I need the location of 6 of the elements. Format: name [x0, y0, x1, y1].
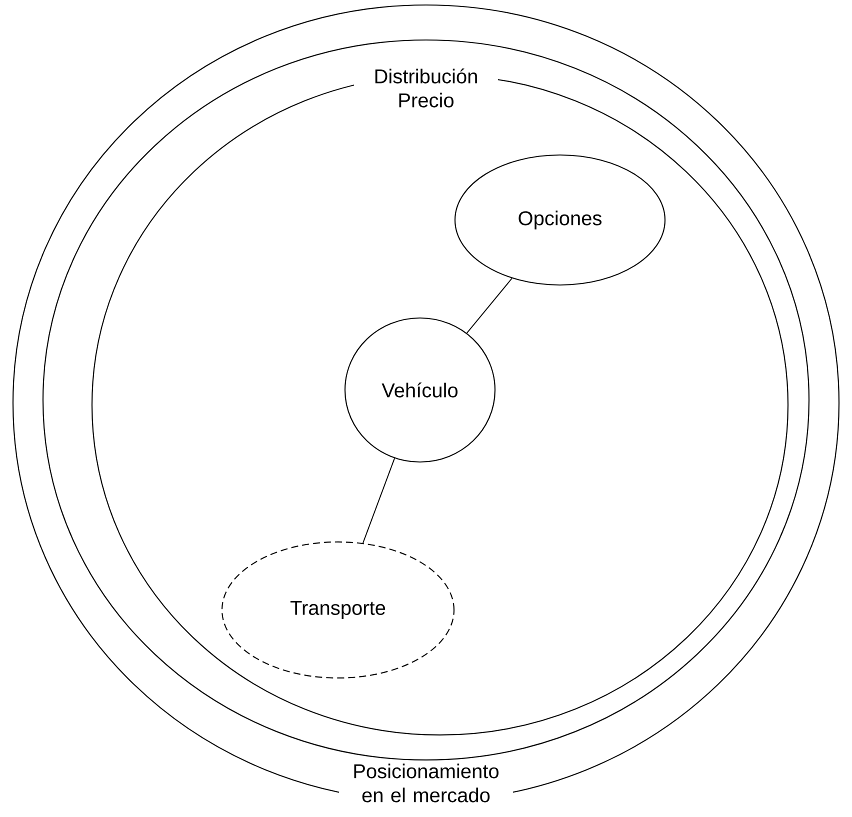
oval: Vehículo: [344, 317, 496, 463]
connector-line: [362, 458, 396, 544]
ring: [42, 39, 810, 761]
oval: Opciones: [454, 154, 666, 286]
connector-line: [466, 278, 512, 334]
dashed-oval: Transporte: [221, 541, 455, 679]
